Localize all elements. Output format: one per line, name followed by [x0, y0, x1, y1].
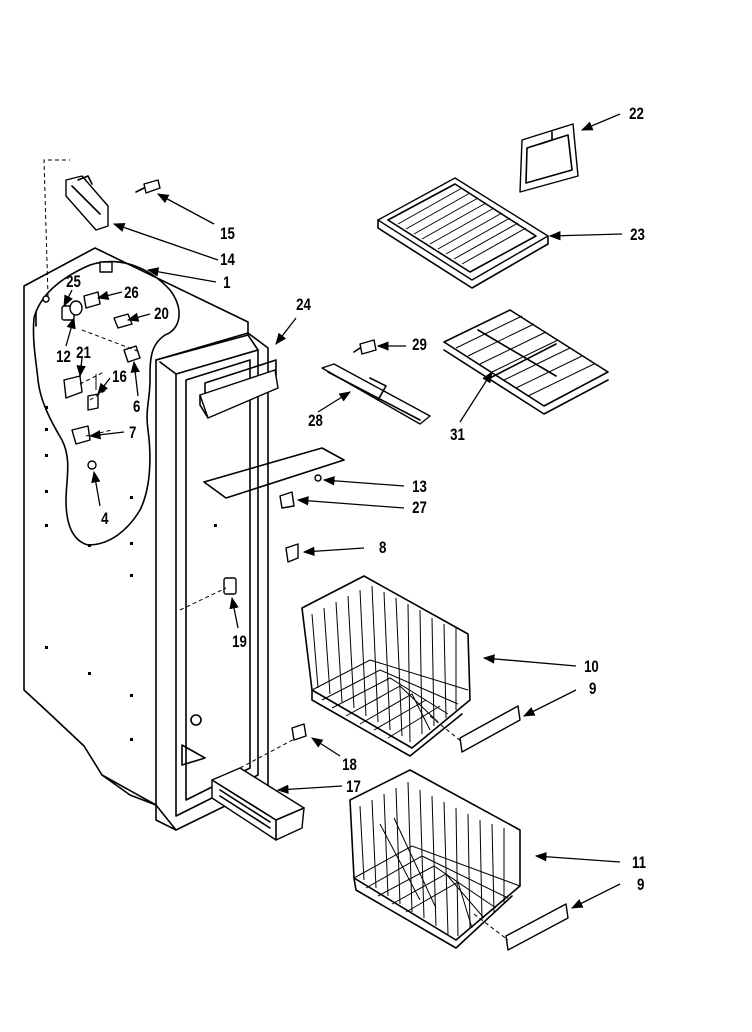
callout-8: 8: [379, 539, 386, 558]
part-27-clip: [279, 474, 322, 509]
callout-31: 31: [450, 426, 465, 445]
part-31-wire-shelf: [443, 309, 609, 415]
callout-13: 13: [412, 478, 427, 497]
part-29-screw: [353, 339, 377, 355]
callout-7: 7: [129, 424, 136, 443]
part-9-basket-front-lower: [473, 903, 569, 951]
callout-1: 1: [223, 274, 231, 293]
callout-18: 18: [342, 756, 357, 775]
callout-9-lower: 9: [637, 876, 644, 895]
part-18-screw: [291, 723, 307, 741]
liner-holes: [45, 406, 217, 741]
callout-24: 24: [296, 296, 311, 315]
part-9-basket-front-upper: [429, 705, 521, 753]
part-13-plate: [203, 447, 345, 499]
part-15-screw: [135, 179, 161, 194]
callout-4: 4: [101, 510, 109, 529]
callout-10: 10: [584, 658, 599, 677]
callout-17: 17: [346, 778, 361, 797]
callout-21: 21: [76, 344, 91, 363]
part-11-basket: [349, 769, 521, 949]
callout-12: 12: [56, 348, 71, 367]
callout-22: 22: [629, 105, 644, 124]
part-19-switch: [179, 577, 237, 611]
callout-9-upper: 9: [589, 680, 596, 699]
part-8-clip: [285, 543, 299, 563]
callout-23: 23: [630, 226, 645, 245]
small-parts: [35, 159, 141, 470]
callout-26: 26: [124, 284, 139, 303]
callout-27: 27: [412, 499, 427, 518]
part-22-light-shield: [519, 123, 579, 193]
callout-14: 14: [220, 251, 235, 270]
callout-11: 11: [632, 854, 646, 873]
leader-lines: [63, 113, 623, 909]
callout-29: 29: [412, 336, 427, 355]
callout-25: 25: [66, 273, 81, 292]
callout-16: 16: [112, 368, 127, 387]
callout-20: 20: [154, 305, 169, 324]
part-28-rail: [321, 363, 431, 425]
part-17-rail: [211, 735, 305, 841]
part-24-panel: [199, 369, 279, 419]
freezer-liner: [23, 247, 277, 831]
part-10-basket: [301, 575, 471, 757]
part-23-shelf: [377, 177, 549, 289]
callout-15: 15: [220, 225, 235, 244]
callout-19: 19: [232, 633, 247, 652]
part-14-bracket: [65, 175, 109, 231]
callout-labels: 22 23 15 14 1 24 29 28 31 13 27 8 19 10 …: [56, 105, 646, 895]
callout-28: 28: [308, 412, 323, 431]
callout-6: 6: [133, 398, 140, 417]
